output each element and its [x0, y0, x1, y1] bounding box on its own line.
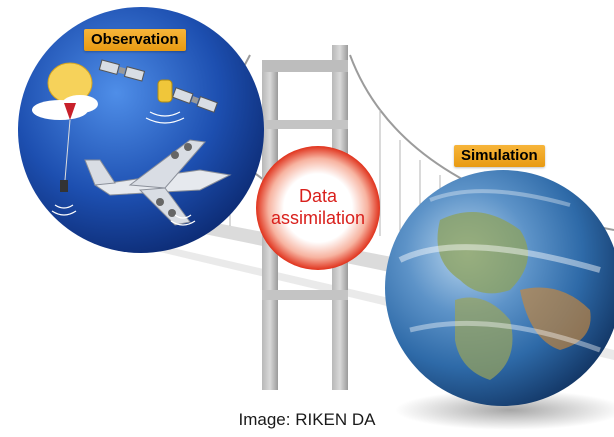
buoy-icon [145, 79, 185, 124]
satellite-icon [98, 59, 219, 113]
observation-label: Observation [84, 29, 186, 51]
da-label-line2: assimilation [270, 208, 366, 228]
data-assimilation-label: Data assimilation [262, 185, 374, 229]
da-label-line1: Data [298, 186, 338, 206]
earth-globe-icon [385, 170, 614, 430]
simulation-label: Simulation [454, 145, 545, 167]
observation-panel [18, 7, 264, 253]
weather-balloon-icon [32, 62, 98, 216]
data-assimilation-node [256, 146, 380, 270]
aircraft-icon [84, 139, 232, 226]
image-caption: Image: RIKEN DA [238, 410, 376, 429]
